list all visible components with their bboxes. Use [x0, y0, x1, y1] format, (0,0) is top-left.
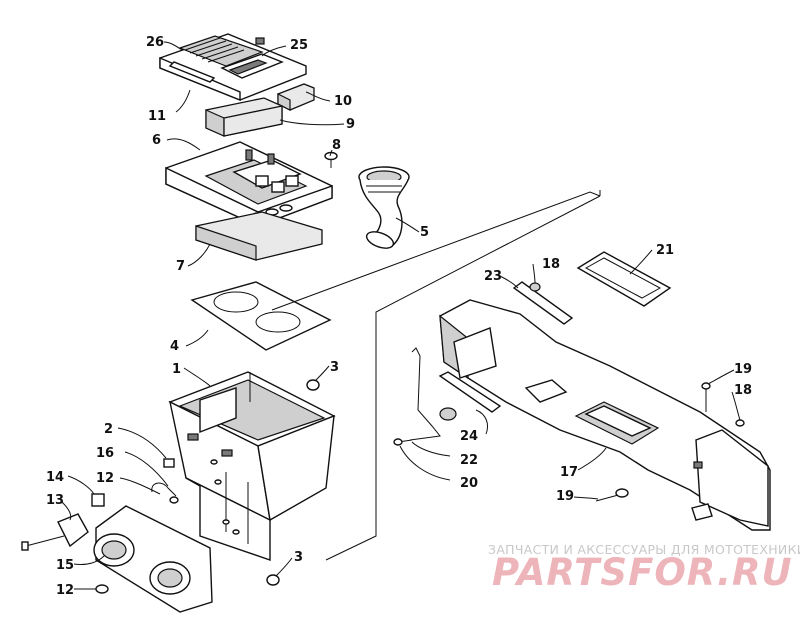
clamp-16 [151, 482, 177, 497]
foam-pad-lower [195, 211, 323, 261]
airbox-body [168, 371, 336, 561]
callout-5: 5 [420, 225, 429, 240]
callout-19-top: 19 [734, 362, 752, 377]
callout-18-right: 18 [734, 383, 752, 398]
callout-14: 14 [46, 470, 64, 485]
callout-10: 10 [334, 94, 352, 109]
watermark-logo: PARTSFOR.RU [492, 551, 793, 594]
callout-17: 17 [560, 465, 578, 480]
seal-frame [576, 251, 672, 307]
callout-4: 4 [170, 339, 179, 354]
callout-12-bottom: 12 [56, 583, 74, 598]
callout-7: 7 [176, 259, 185, 274]
console-duct [439, 299, 771, 531]
plug-3-bottom [266, 574, 280, 586]
callout-20: 20 [460, 476, 478, 491]
intake-elbow [358, 166, 410, 249]
bolt-13 [25, 535, 65, 547]
callout-22: 22 [460, 453, 478, 468]
clip-23 [512, 281, 574, 325]
fasteners [21, 379, 320, 594]
filter-housing-tray [165, 141, 333, 228]
callout-25: 25 [290, 38, 308, 53]
rod-22 [409, 347, 441, 441]
foam-pad [205, 97, 283, 137]
callout-6: 6 [152, 133, 161, 148]
plug-3-top [306, 379, 320, 391]
filter-cover-top [159, 33, 307, 102]
screw-8 [324, 151, 338, 168]
callout-3-top: 3 [330, 360, 339, 375]
callout-labels: 26 25 10 11 9 6 8 7 5 4 1 3 2 16 14 12 1… [46, 35, 752, 598]
bracket-24 [438, 371, 502, 413]
callout-26: 26 [146, 35, 164, 50]
callout-15: 15 [56, 558, 74, 573]
intake-plate [93, 505, 213, 613]
foam-pad-small [277, 83, 315, 111]
gasket [190, 281, 332, 351]
grommet-2 [163, 458, 175, 468]
screw-12-bottom [95, 584, 109, 594]
screw-12-top [169, 496, 179, 504]
washer-18-top [529, 282, 541, 292]
callout-21: 21 [656, 243, 674, 258]
callout-18-top: 18 [542, 257, 560, 272]
callout-1: 1 [172, 362, 181, 377]
callout-2: 2 [104, 422, 113, 437]
callout-16: 16 [96, 446, 114, 461]
spacer-14 [91, 493, 105, 507]
callout-8: 8 [332, 138, 341, 153]
leader-lines [61, 41, 741, 590]
frame-lines [271, 190, 601, 561]
callout-19-bottom: 19 [556, 489, 574, 504]
watermark-caption: ЗАПЧАСТИ И АКСЕССУАРЫ ДЛЯ МОТОТЕХНИКИ [488, 542, 800, 557]
bracket-13 [57, 513, 89, 548]
callout-9: 9 [346, 117, 355, 132]
callout-23: 23 [484, 269, 502, 284]
callout-13: 13 [46, 493, 64, 508]
callout-11: 11 [148, 109, 166, 124]
callout-12-top: 12 [96, 471, 114, 486]
callout-24: 24 [460, 429, 478, 444]
callout-3-bottom: 3 [294, 550, 303, 565]
washer-18-right [735, 419, 745, 427]
